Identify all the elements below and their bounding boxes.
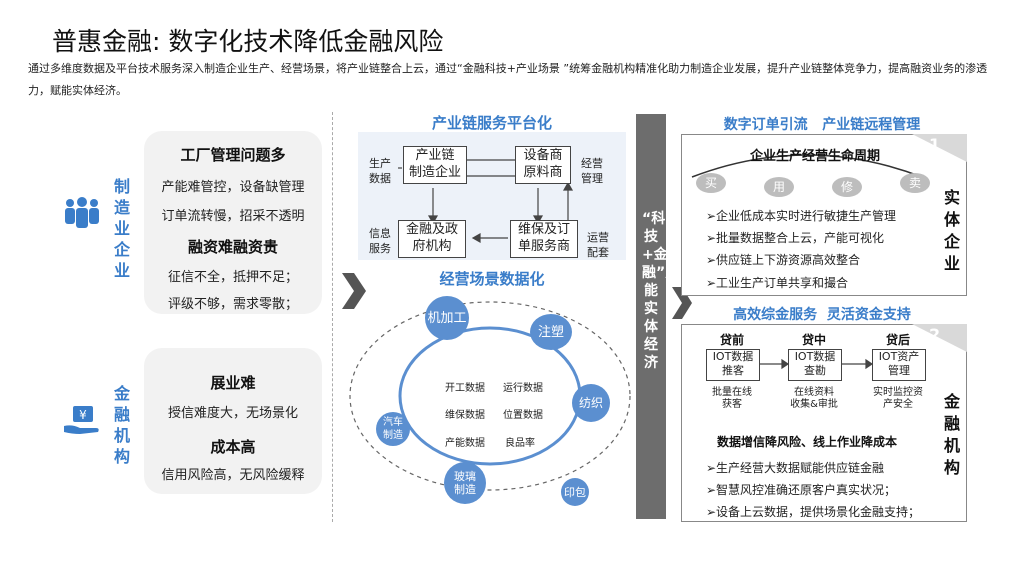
circle-textile: 纺织: [572, 384, 610, 422]
box-service-provider: 维保及订 单服务商: [510, 220, 578, 258]
enterprise-bullet: ➢企业低成本实时进行敏捷生产管理: [706, 209, 897, 223]
badge-number: 2: [929, 325, 941, 344]
tech-finance-band: “科技+金融”赋能实体经济: [636, 114, 680, 519]
manufacturer-line: 征信不全，抵押不足；: [167, 270, 298, 285]
bank-line: 信用风险高，无风险缓释: [161, 468, 305, 483]
stage-sub: 批量在线 获客: [712, 387, 752, 410]
right-top-box: 1 企业生产经营生命周期 买 用 修 卖 ➢企业低成本实时进行敏捷生产管理 ➢批…: [681, 134, 967, 296]
inner-item: 产能数据: [445, 438, 485, 449]
right-top-title: 数字订单引流 产业链远程管理: [723, 117, 921, 133]
stage-sub: 实时监控资 产安全: [873, 387, 923, 410]
finance-bullet: ➢生产经营大数据赋能供应链金融: [706, 461, 885, 475]
lifecycle-title: 企业生产经营生命周期: [749, 149, 880, 164]
band-text: “科技+金融”赋能实体经济: [642, 211, 680, 371]
stage-arrows: [760, 358, 874, 370]
scene-title: 经营场景数据化: [439, 270, 545, 288]
circle-printing: 印包: [561, 478, 589, 506]
right-bottom-box: 2 贷前 贷中 贷后 IOT数据 推客 IOT数据 查勘 IOT资产 管理 批量…: [681, 324, 967, 522]
stage-sub: 在线资料 收集&审批: [790, 387, 838, 410]
pill-use: 用: [764, 177, 794, 197]
inner-item: 位置数据: [503, 410, 543, 421]
platform-panel: 生产 数据 产业链 制造企业 设备商 原料商 经营 管理 信息 服务 金融及政 …: [358, 132, 626, 260]
label-operation-support: 运营 配套: [587, 231, 609, 259]
chevron-right-icon: [342, 273, 366, 309]
stage-label: 贷后: [885, 333, 910, 347]
stage-box: IOT资产 管理: [872, 349, 926, 381]
bank-hand-icon: ¥: [64, 406, 99, 434]
stage-box: IOT数据 推客: [706, 349, 760, 381]
circle-glass: 玻璃 制造: [444, 462, 486, 504]
bank-heading2: 成本高: [210, 438, 256, 456]
side-label-finance: 金融机构: [943, 392, 960, 477]
stage-label: 贷前: [719, 333, 744, 347]
box-supplier: 设备商 原料商: [515, 146, 571, 184]
people-icon: [65, 197, 99, 228]
inner-item: 良品率: [505, 438, 535, 449]
stage-label: 贷中: [801, 333, 826, 347]
right-bottom-title: 高效综金服务 灵活资金支持: [733, 307, 911, 323]
manufacturer-label: 制造业企业: [113, 177, 130, 280]
pill-repair: 修: [832, 177, 862, 197]
finance-bullet: ➢智慧风控准确还原客户真实状况；: [706, 483, 897, 497]
bank-label: 金融机构: [113, 384, 130, 466]
stage-box: IOT数据 查勘: [788, 349, 842, 381]
box-manufacturer: 产业链 制造企业: [403, 146, 467, 184]
circle-injection: 注塑: [530, 314, 572, 350]
enterprise-bullet: ➢供应链上下游资源高效整合: [706, 253, 861, 267]
label-production-data: 生产 数据: [369, 157, 391, 185]
lifecycle-arc: [691, 154, 923, 178]
manufacturer-line: 产能难管控，设备缺管理: [161, 180, 305, 195]
pill-buy: 买: [696, 173, 726, 193]
badge-number: 1: [929, 135, 941, 154]
page-title: 普惠金融: 数字化技术降低金融风险: [52, 27, 444, 56]
manufacturer-heading1: 工厂管理问题多: [180, 146, 286, 164]
finance-midline: 数据增信降风险、线上作业降成本: [716, 435, 897, 449]
corner-badge: [912, 134, 967, 162]
label-ops-management: 经营 管理: [581, 157, 603, 185]
intro-text: 通过多维度数据及平台技术服务深入制造企业生产、经营场景，将产业链整合上云，通过“…: [28, 62, 988, 97]
side-label-enterprise: 实体企业: [943, 188, 960, 273]
left-divider: [332, 112, 333, 522]
bank-line: 授信难度大，无场景化: [167, 406, 298, 421]
circle-machining: 机加工: [425, 296, 469, 340]
finance-bullet: ➢设备上云数据，提供场景化金融支持；: [706, 505, 921, 519]
enterprise-bullet: ➢工业生产订单共享和撮合: [706, 276, 849, 290]
manufacturer-heading2: 融资难融资贵: [187, 238, 278, 256]
box-finance-gov: 金融及政 府机构: [398, 220, 466, 258]
inner-item: 运行数据: [503, 383, 543, 394]
manufacturer-line: 评级不够，需求零散；: [167, 297, 298, 312]
svg-text:¥: ¥: [79, 408, 87, 422]
manufacturer-box: 工厂管理问题多 产能难管控，设备缺管理 订单流转慢，招采不透明 融资难融资贵 征…: [144, 131, 322, 314]
bank-box: 展业难 授信难度大，无场景化 成本高 信用风险高，无风险缓释: [144, 348, 322, 494]
manufacturer-line: 订单流转慢，招采不透明: [161, 209, 305, 224]
corner-badge: [912, 324, 967, 352]
label-info-service: 信息 服务: [369, 227, 391, 255]
inner-item: 维保数据: [445, 410, 485, 421]
pill-sell: 卖: [900, 173, 930, 193]
circle-automotive: 汽车 制造: [376, 412, 410, 446]
platform-title: 产业链服务平台化: [431, 114, 552, 132]
enterprise-bullet: ➢批量数据整合上云，产能可视化: [706, 231, 885, 245]
inner-item: 开工数据: [445, 383, 485, 394]
bank-heading1: 展业难: [210, 374, 256, 392]
